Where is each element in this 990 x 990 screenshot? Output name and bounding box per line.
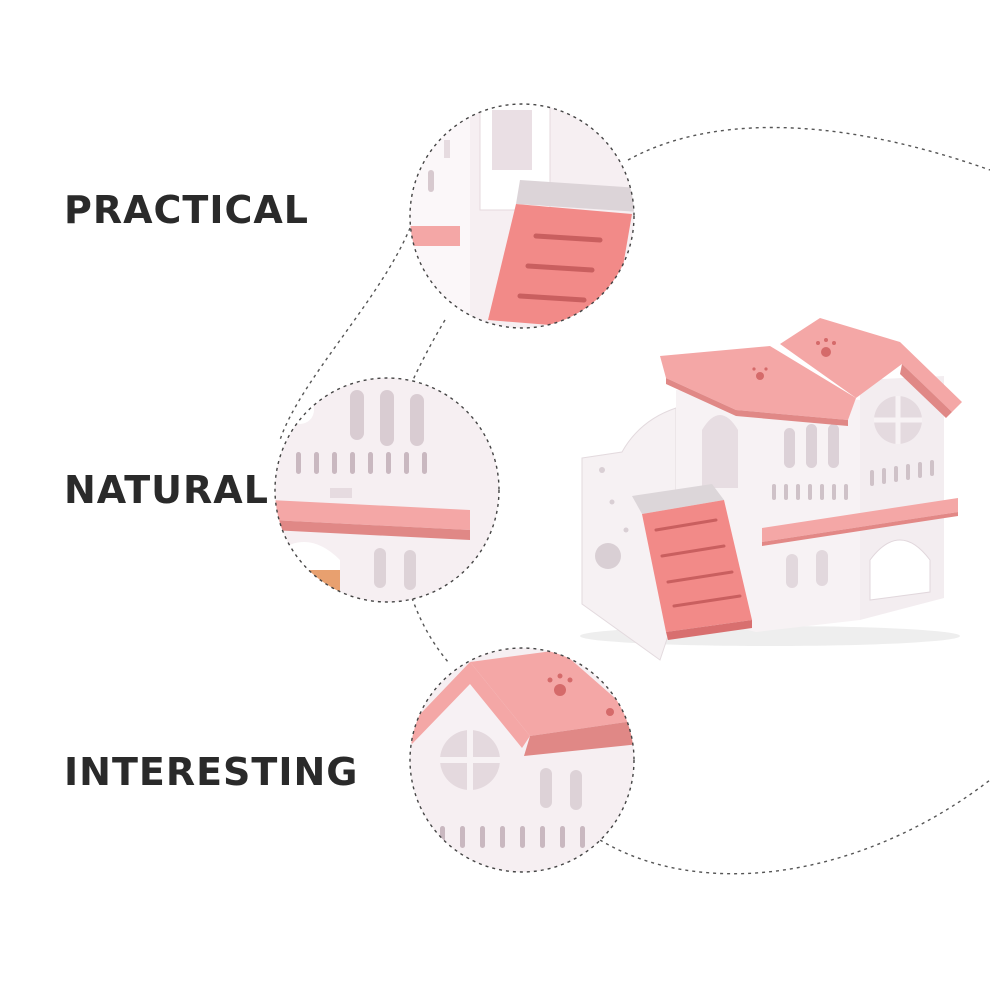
dotted-connectors [279, 126, 990, 875]
feature-label-interesting: INTERESTING [64, 750, 359, 794]
feature-label-natural: NATURAL [64, 468, 269, 512]
feature-label-practical: PRACTICAL [64, 188, 309, 232]
callout-balcony-detail [274, 377, 500, 603]
callout-roof-detail [409, 647, 635, 873]
hamster-house-illustration [580, 318, 962, 661]
callout-stairs-detail [409, 103, 635, 329]
